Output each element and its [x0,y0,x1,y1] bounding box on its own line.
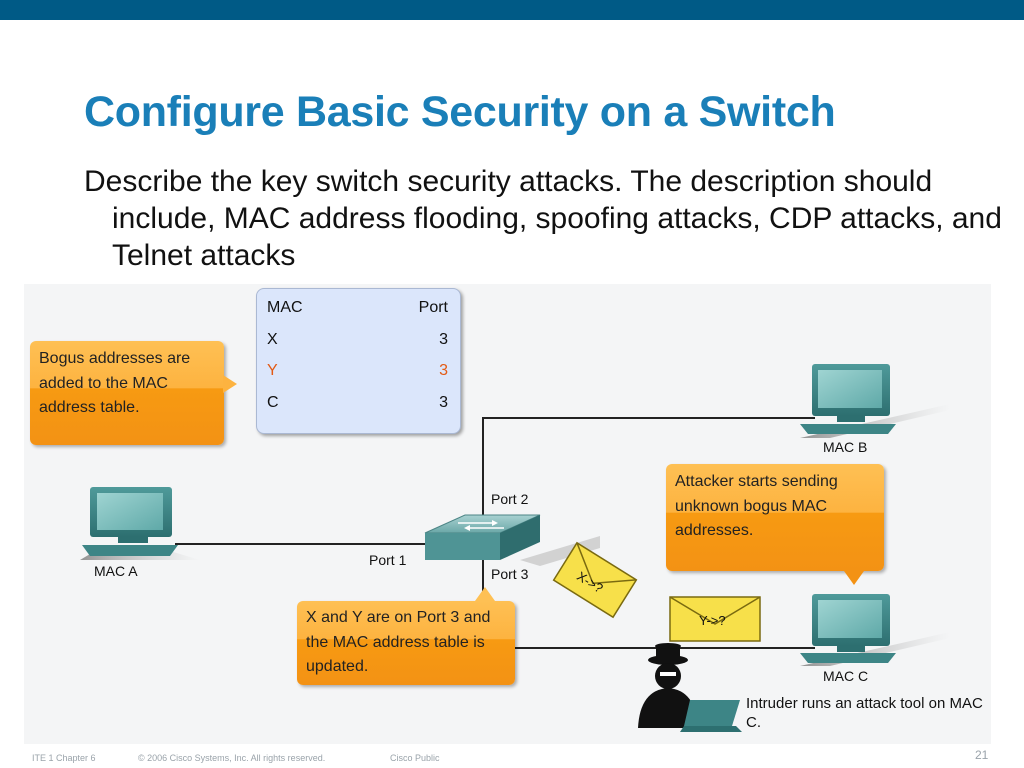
callout-bogus-text: Bogus addresses are added to the MAC add… [39,350,191,416]
slide-body-text: Describe the key switch security attacks… [84,165,1002,272]
table-row: X 3 [257,331,460,353]
table-row-highlighted: Y 3 [257,362,460,384]
callout-updated-text: X and Y are on Port 3 and the MAC addres… [306,609,491,675]
mac-cell: C [267,394,279,411]
page-number: 21 [975,748,989,762]
mac-column-header: MAC [267,299,303,316]
port-1-label: Port 1 [369,552,407,568]
computer-mac-a-icon [80,487,200,560]
mac-a-label: MAC A [94,563,138,579]
cable-mac-c [482,560,815,649]
mac-cell: X [267,331,278,348]
callout-table-updated: X and Y are on Port 3 and the MAC addres… [297,587,515,685]
port-cell: 3 [439,394,448,411]
intruder-caption: Intruder runs an attack tool on MAC C. [746,695,983,731]
mac-c-label: MAC C [823,668,869,684]
port-cell: 3 [439,331,448,348]
callout-attacker-starts: Attacker starts sending unknown bogus MA… [666,464,884,585]
callout-bogus-addresses: Bogus addresses are added to the MAC add… [30,341,237,445]
mac-cell: Y [267,362,278,379]
cable-mac-b [482,417,815,520]
slide-title: Configure Basic Security on a Switch [84,88,836,136]
footer-copyright: © 2006 Cisco Systems, Inc. All rights re… [138,753,326,763]
envelope-x-icon: X->? [552,541,638,619]
intruder-icon [638,643,742,732]
footer-course: ITE 1 Chapter 6 [32,753,96,763]
mac-b-label: MAC B [823,439,868,455]
callout-tail [223,375,237,393]
table-row: C 3 [257,394,460,416]
envelope-y-label: Y->? [699,613,726,628]
port-3-label: Port 3 [491,566,529,582]
computer-mac-b-icon [800,364,950,438]
port-2-label: Port 2 [491,491,529,507]
mac-address-table: MAC Port X 3 Y 3 C 3 [256,288,461,434]
footer-classification: Cisco Public [390,753,440,763]
callout-tail [475,587,495,601]
computer-mac-c-icon [800,594,950,666]
port-column-header: Port [418,299,448,316]
callout-attacker-text: Attacker starts sending unknown bogus MA… [675,473,838,539]
envelope-y-icon: Y->? [669,596,761,642]
callout-tail [844,571,864,585]
switch-icon [424,514,600,566]
port-cell: 3 [439,362,448,379]
mac-table-header: MAC Port [257,299,460,321]
header-bar [0,0,1024,20]
